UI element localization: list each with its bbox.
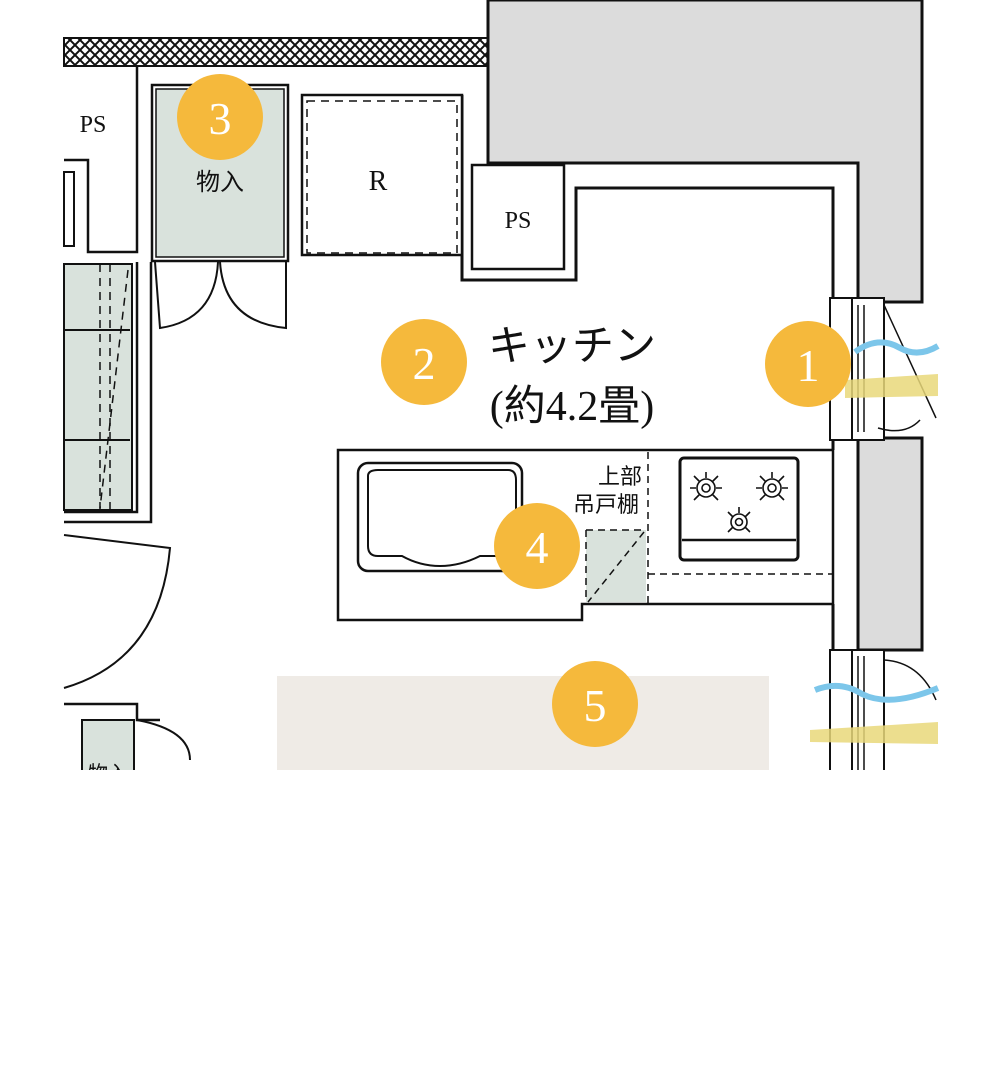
- upper-cabinet-box: [586, 530, 646, 602]
- svg-text:3: 3: [209, 93, 232, 144]
- cabinet-label-line2: 吊戸棚: [573, 493, 639, 518]
- ps-center-label: PS: [505, 208, 532, 234]
- storage-door-right: [219, 261, 287, 330]
- left-storage-shelf: [63, 263, 133, 511]
- stove-icon: [678, 456, 800, 562]
- room-name: キッチン: [488, 324, 656, 370]
- storage-door-left: [154, 261, 219, 330]
- storage-label: 物入: [196, 168, 244, 196]
- marker-5: 5: [552, 661, 638, 747]
- sunlight-icon: [845, 374, 938, 398]
- breeze-icon: [853, 339, 940, 356]
- svg-text:1: 1: [797, 340, 820, 391]
- left-partition: [64, 66, 139, 254]
- marker-2: 2: [381, 319, 467, 405]
- hatched-wall: [63, 37, 489, 67]
- fridge-space: [300, 93, 464, 257]
- window-lower: [829, 649, 937, 770]
- svg-text:5: 5: [584, 680, 607, 731]
- fridge-label: R: [369, 166, 388, 197]
- marker-4: 4: [494, 503, 580, 589]
- left-door-swing: [63, 534, 172, 689]
- ps-left-label: PS: [80, 112, 107, 138]
- bottom-storage-box: [81, 719, 135, 770]
- exterior-wall-segment: [856, 436, 924, 652]
- room-size: (約4.2畳): [490, 384, 654, 430]
- svg-text:2: 2: [413, 338, 436, 389]
- cabinet-label-line1: 上部: [598, 465, 642, 490]
- svg-text:4: 4: [526, 522, 549, 573]
- pipe-space-center: [470, 163, 566, 271]
- counter-highlight-area: [277, 676, 769, 770]
- marker-1: 1: [765, 321, 851, 407]
- marker-3: 3: [177, 74, 263, 160]
